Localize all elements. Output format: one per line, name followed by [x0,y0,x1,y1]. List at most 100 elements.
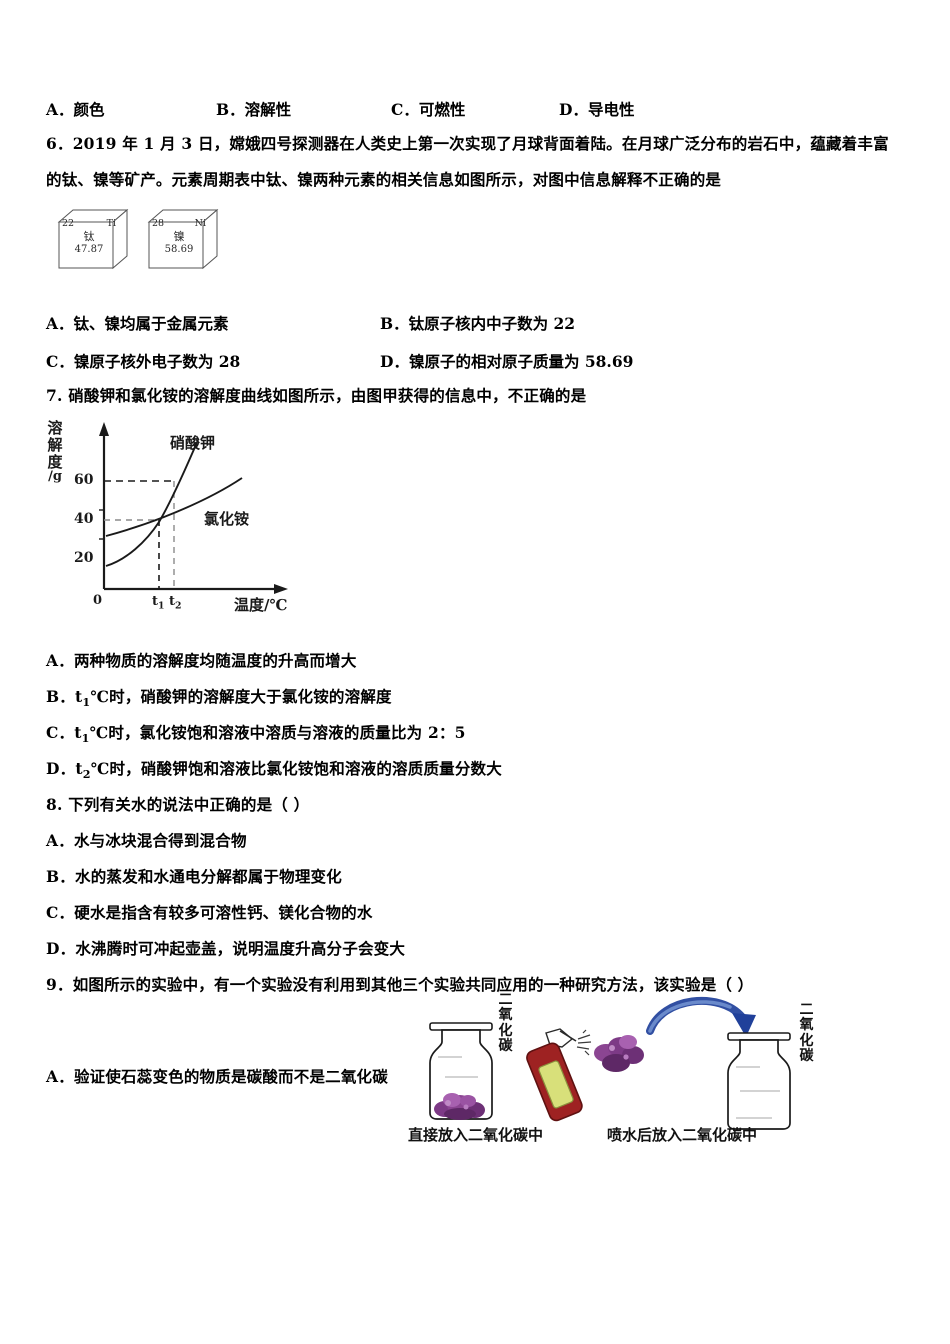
q9-number: 9． [46,975,73,994]
q8-number: 8. [46,795,63,814]
right-gas-char-2: 氧 [799,1017,814,1034]
y-axis-char-2: 解 [47,435,63,454]
q7-option-d: D．t2℃时，硝酸钾饱和溶液比氯化铵饱和溶液的溶质质量分数大 [46,758,502,783]
y-axis-char-3: 度 [47,452,63,471]
q7-stem-text: 硝酸钾和氯化铵的溶解度曲线如图所示，由图甲获得的信息中，不正确的是 [68,386,587,405]
chart-ytick-40: 40 [74,511,94,527]
q5-option-c: C．可燃性 [391,98,559,120]
q6-option-b-letter: B． [380,314,409,333]
q7-option-b-letter: B． [46,687,76,706]
q8-option-a: A．水与冰块混合得到混合物 [46,830,247,852]
q5-option-c-letter: C． [391,100,419,119]
q7-option-d-sub: 2 [82,768,91,782]
q6-option-c-letter: C． [46,352,74,371]
q5-option-b-letter: B． [216,100,245,119]
chart-x-axis-label: 温度/℃ [234,596,288,614]
q5-option-a-text: 颜色 [73,100,105,119]
q8-option-c-text: 硬水是指含有较多可溶性钙、镁化合物的水 [74,903,373,922]
q7-option-a: A．两种物质的溶解度均随温度的升高而增大 [46,650,357,672]
xtick-t1-sub: 1 [158,600,165,612]
xtick-t2-base: t [169,594,176,609]
element-cube-nickel: 28 Ni 镍 58.69 [145,206,219,270]
q7-option-c-sub: 1 [81,732,90,746]
chart-series-label-kno3: 硝酸钾 [170,434,216,452]
left-bottle-gas-label: 二 氧 化 碳 [497,992,514,1055]
chart-ytick-60: 60 [74,472,94,488]
right-gas-char-3: 化 [799,1032,814,1049]
q8-option-b: B．水的蒸发和水通电分解都属于物理变化 [46,866,342,888]
right-experiment-caption: 喷水后放入二氧化碳中 [607,1126,758,1144]
nickel-symbol: Ni [194,218,206,229]
xtick-t1-base: t [152,594,159,609]
q7-option-c-pre: t [74,723,82,742]
element-cube-titanium: 22 Ti 钛 47.87 [55,206,129,270]
xtick-t2-sub: 2 [175,600,182,612]
q5-option-d-letter: D． [559,100,588,119]
left-bottle-flowers [434,1093,485,1120]
spray-bottle [526,1028,592,1122]
q9-stem: 9．如图所示的实验中，有一个实验没有利用到其他三个实验共同应用的一种研究方法，该… [46,974,753,996]
q9-option-a-text: 验证使石蕊变色的物质是碳酸而不是二氧化碳 [73,1067,388,1086]
titanium-name: 钛 [83,229,95,243]
q5-option-d: D．导电性 [559,98,634,120]
q9-option-a-letter: A． [46,1067,74,1086]
left-experiment-caption: 直接放入二氧化碳中 [408,1126,544,1144]
q7-option-b-pre: t [75,687,83,706]
q6-option-a-letter: A． [46,314,74,333]
q7-option-d-letter: D． [46,759,76,778]
q6-number: 6． [46,134,73,153]
q8-option-c-letter: C． [46,903,75,922]
q6-option-c-text: 镍原子核外电子数为 28 [73,352,241,371]
nickel-name: 镍 [173,229,185,243]
q5-option-a: A．颜色 [46,98,216,120]
left-gas-char-2: 氧 [498,1007,513,1024]
q6-option-d-letter: D． [380,352,409,371]
q5-options-row: A．颜色 B．溶解性 C．可燃性 D．导电性 [46,98,686,120]
q7-option-a-text: 两种物质的溶解度均随温度的升高而增大 [73,651,357,670]
experiment-svg [429,996,791,1130]
q8-option-c: C．硬水是指含有较多可溶性钙、镁化合物的水 [46,902,373,924]
q9-experiment-figure: 二 氧 化 碳 二 氧 化 碳 [400,985,814,1145]
q6-stem-line2: 的钛、镍等矿产。元素周期表中钛、镍两种元素的相关信息如图所示，对图中信息解释不正… [46,170,721,191]
q6-option-b-text: 钛原子核内中子数为 22 [408,314,576,333]
q6-option-d: D．镍原子的相对原子质量为 58.69 [380,350,633,372]
q7-option-d-text: ℃时，硝酸钾饱和溶液比氯化铵饱和溶液的溶质质量分数大 [90,759,502,778]
q7-option-c: C．t1℃时，氯化铵饱和溶液中溶质与溶液的质量比为 2：5 [46,722,466,747]
q5-option-b-text: 溶解性 [244,100,292,119]
transfer-arrow [646,996,756,1037]
titanium-symbol: Ti [106,218,116,229]
q7-option-c-letter: C． [46,723,75,742]
q8-option-d-letter: D． [46,939,76,958]
q6-stem-line1: 6．2019 年 1 月 3 日，嫦娥四号探测器在人类史上第一次实现了月球背面着… [46,134,889,155]
q8-stem: 8. 下列有关水的说法中正确的是（ ） [46,794,309,816]
left-gas-char-4: 碳 [498,1038,513,1055]
q7-option-b-sub: 1 [82,696,91,710]
titanium-atomic-mass: 47.87 [74,244,104,256]
q6-option-b: B．钛原子核内中子数为 22 [380,312,575,334]
q5-option-a-letter: A． [46,100,74,119]
titanium-atomic-number: 22 [62,218,75,229]
solubility-curve-chart: 溶 解 度 /g 60 40 20 0 t1 t2 硝酸钾 氯化铵 温度/℃ [46,414,366,624]
q9-stem-text: 如图所示的实验中，有一个实验没有利用到其他三个实验共同应用的一种研究方法，该实验… [72,975,754,994]
chart-xtick-t2: t2 [169,594,182,612]
q5-option-c-text: 可燃性 [418,100,466,119]
q6-option-a-text: 钛、镍均属于金属元素 [73,314,229,333]
q6-option-d-text: 镍原子的相对原子质量为 58.69 [408,352,634,371]
chart-svg [99,422,288,594]
chart-series-label-nh4cl: 氯化铵 [204,510,250,528]
q6-stem-text-1: 2019 年 1 月 3 日，嫦娥四号探测器在人类史上第一次实现了月球背面着陆。… [72,134,889,153]
q6-stem-text-2: 的钛、镍等矿产。元素周期表中钛、镍两种元素的相关信息如图所示，对图中信息解释不正… [46,170,722,189]
chart-ytick-20: 20 [74,550,94,566]
left-gas-char-1: 二 [498,992,513,1008]
right-bottle [727,1032,791,1130]
chart-y-axis-label: 溶 解 度 /g [46,420,64,485]
titanium-cube-face: 22 Ti 钛 47.87 [58,218,120,257]
sprayed-flower [594,1035,644,1072]
left-bottle [429,1022,493,1120]
q8-option-b-text: 水的蒸发和水通电分解都属于物理变化 [75,867,342,886]
q7-option-b: B．t1℃时，硝酸钾的溶解度大于氯化铵的溶解度 [46,686,392,711]
nickel-atomic-mass: 58.69 [164,244,194,256]
q7-option-b-text: ℃时，硝酸钾的溶解度大于氯化铵的溶解度 [90,687,392,706]
right-gas-char-4: 碳 [799,1048,814,1065]
q7-number: 7. [46,386,63,405]
